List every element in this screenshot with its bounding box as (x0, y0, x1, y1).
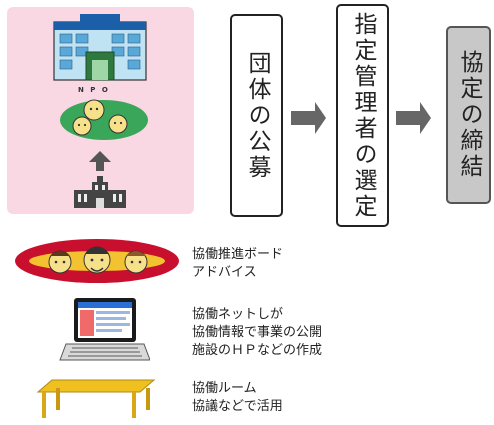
flow-step-public-recruitment: 団体の公募 (230, 14, 283, 217)
flow-step-agreement-conclusion: 協定の締結 (446, 26, 491, 204)
flow-arrow-1 (291, 102, 326, 134)
board-caption: 協働推進ボード アドバイス (192, 246, 283, 282)
up-arrow-icon (89, 151, 111, 171)
city-hall-icon (74, 176, 126, 208)
npo-label: N P O (78, 86, 110, 94)
room-caption-line-2: 協議などで活用 (192, 399, 283, 414)
flow-step-3-label: 協定の締結 (456, 50, 482, 180)
flow-arrow-2 (396, 102, 431, 134)
collaboration-board-icon (15, 239, 179, 283)
room-caption-line-1: 協働ルーム (192, 381, 257, 396)
room-caption: 協働ルーム 協議などで活用 (192, 380, 283, 416)
npo-group-icon (60, 99, 148, 140)
board-caption-line-1: 協働推進ボード (192, 247, 284, 262)
net-caption: 協働ネットしが 協働情報で事業の公開 施設のＨＰなどの作成 (192, 306, 322, 360)
flow-step-designated-manager-selection: 指定管理者の選定 (336, 4, 389, 227)
board-caption-line-2: アドバイス (192, 265, 257, 280)
flow-step-2-label: 指定管理者の選定 (350, 11, 376, 220)
net-caption-line-1: 協働ネットしが (192, 307, 284, 322)
net-caption-line-3: 施設のＨＰなどの作成 (192, 343, 323, 358)
flow-step-1-label: 団体の公募 (244, 50, 270, 181)
net-caption-line-2: 協働情報で事業の公開 (192, 325, 323, 340)
table-icon (36, 379, 156, 418)
laptop-icon (59, 298, 150, 361)
building-icon (53, 14, 147, 81)
